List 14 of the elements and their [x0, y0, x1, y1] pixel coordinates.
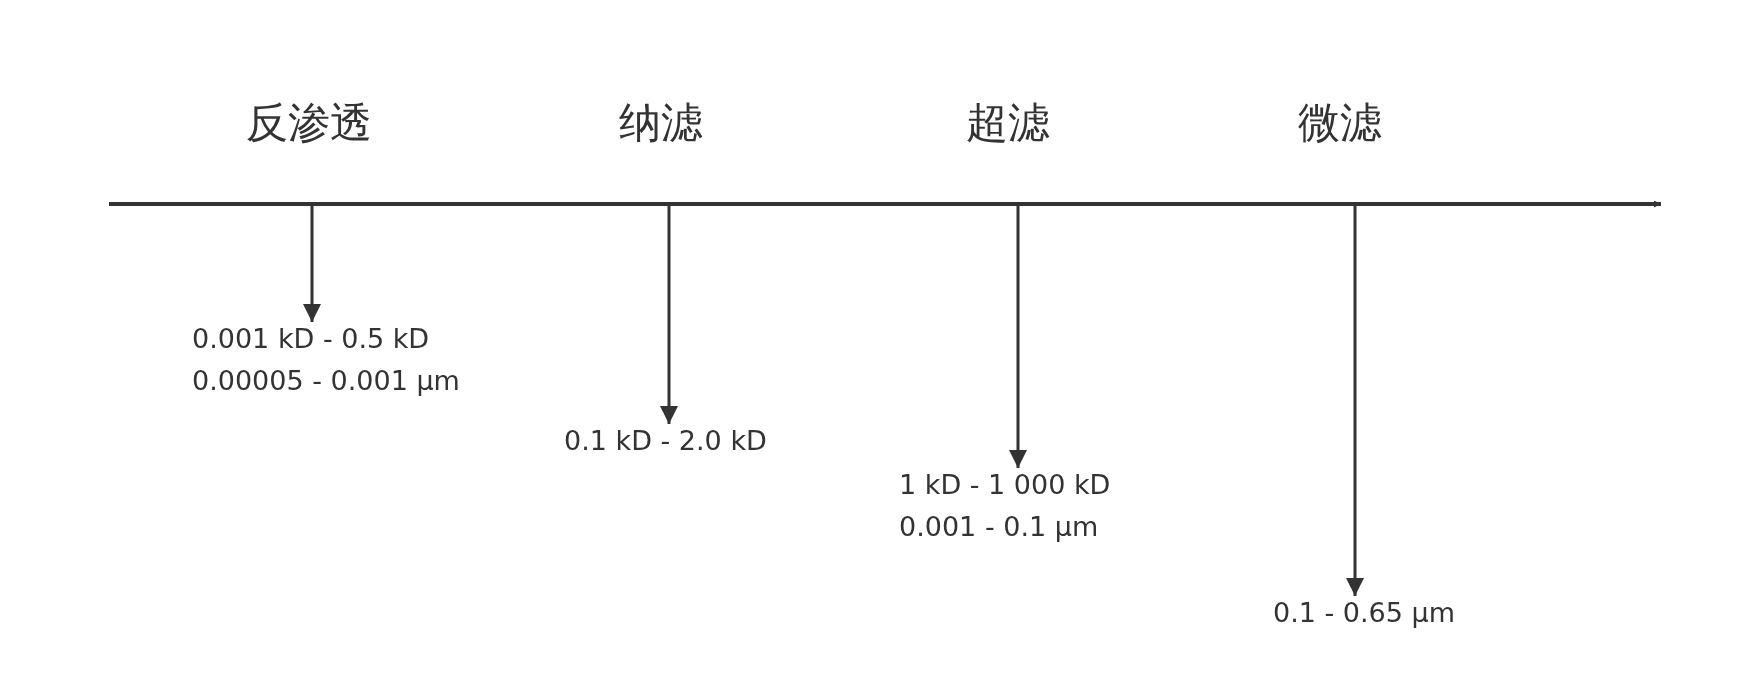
category-label: 反渗透 [246, 97, 372, 149]
category-label: 纳滤 [619, 97, 703, 149]
range-label: 0.1 kD - 2.0 kD [564, 424, 767, 458]
range-label: 1 kD - 1 000 kD [899, 468, 1111, 502]
range-label: 0.001 kD - 0.5 kD [192, 322, 431, 356]
range-label: 0.00005 - 0.001 µm [192, 364, 460, 398]
range-label: 0.001 - 0.1 µm [899, 510, 1100, 544]
range-label: 0.1 - 0.65 µm [1273, 596, 1456, 630]
arrow [1009, 206, 1027, 468]
category-label: 超滤 [966, 97, 1050, 149]
category-label: 微滤 [1298, 97, 1382, 149]
arrow [1346, 206, 1364, 596]
arrow [303, 206, 321, 322]
arrow [660, 206, 678, 424]
